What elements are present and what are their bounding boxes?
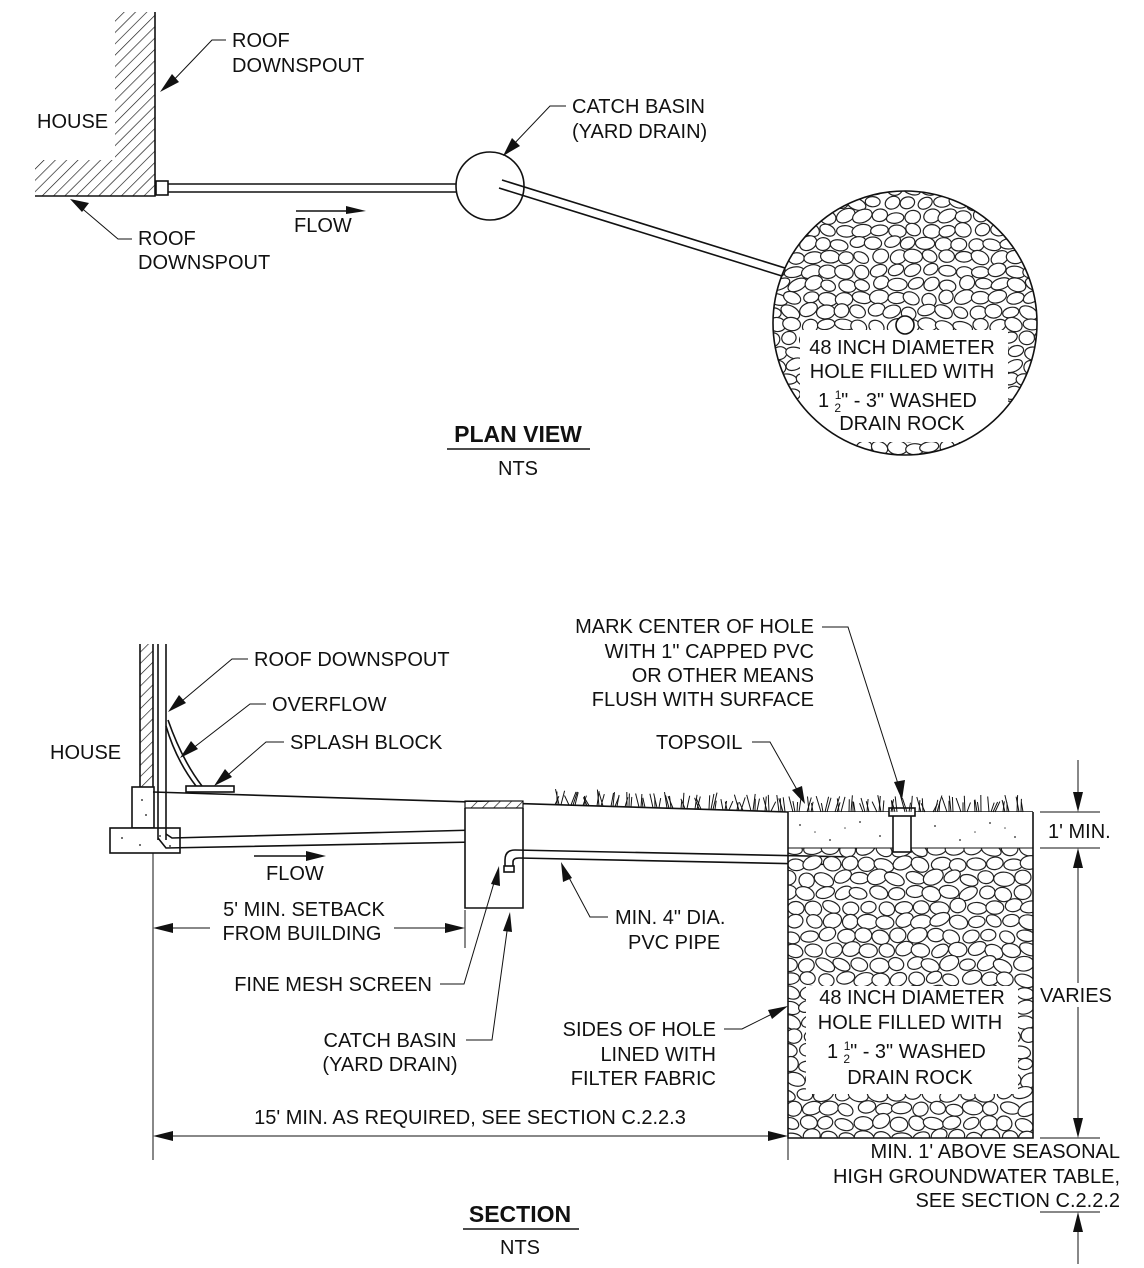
- section-pipe-2: PVC PIPE: [628, 932, 720, 954]
- section-house-label: HOUSE: [50, 742, 121, 764]
- section-title: SECTION: [469, 1201, 571, 1227]
- plan-catch-basin-2: (YARD DRAIN): [572, 121, 707, 143]
- section-house-wall-hatch: [140, 644, 153, 787]
- house-wall-outline: [35, 12, 156, 197]
- section-groundwater-1: MIN. 1' ABOVE SEASONAL: [871, 1141, 1120, 1163]
- plan-downspout: [155, 180, 169, 196]
- section-catch-basin-grate: [464, 800, 524, 809]
- section-catch-basin-2: (YARD DRAIN): [322, 1054, 457, 1076]
- section-catch-basin-1: CATCH BASIN: [324, 1030, 457, 1052]
- plan-center-marker: [895, 315, 915, 335]
- section-pipe-1: MIN. 4" DIA.: [615, 907, 725, 929]
- section-hole-line1: 48 INCH DIAMETER: [819, 987, 1005, 1009]
- section-view: HOUSE: [50, 616, 1120, 1264]
- section-flow-label: FLOW: [266, 863, 324, 885]
- plan-view: HOUSE 48 INCH DIAMETER HOLE FILLED WITH …: [35, 12, 1038, 480]
- section-fifteen-ft: 15' MIN. AS REQUIRED, SEE SECTION C.2.2.…: [254, 1107, 686, 1129]
- plan-catch-basin-1: CATCH BASIN: [572, 96, 705, 118]
- section-hole-line2: HOLE FILLED WITH: [818, 1012, 1002, 1034]
- section-scale: NTS: [500, 1237, 540, 1259]
- section-footing: [109, 827, 181, 854]
- plan-hole-line2: HOLE FILLED WITH: [810, 361, 994, 383]
- plan-catch-basin: [455, 151, 525, 221]
- section-groundwater-3: SEE SECTION C.2.2.2: [915, 1190, 1120, 1212]
- section-mark-center-1: MARK CENTER OF HOLE: [575, 616, 814, 638]
- section-mark-center-4: FLUSH WITH SURFACE: [592, 689, 814, 711]
- plan-drywell-hole: [772, 190, 1038, 456]
- section-roof-downspout-label: ROOF DOWNSPOUT: [254, 649, 450, 671]
- section-fabric-2: LINED WITH: [600, 1044, 716, 1066]
- section-setback-1: 5' MIN. SETBACK: [223, 899, 385, 921]
- plan-view-scale: NTS: [498, 458, 538, 480]
- section-fabric-3: FILTER FABRIC: [571, 1068, 716, 1090]
- section-one-ft-min: 1' MIN.: [1048, 821, 1111, 843]
- plan-flow-label: FLOW: [294, 215, 352, 237]
- section-groundwater-2: HIGH GROUNDWATER TABLE,: [833, 1166, 1120, 1188]
- section-drywell-hole: [787, 812, 1034, 1139]
- plan-hole-line1: 48 INCH DIAMETER: [809, 337, 995, 359]
- section-mark-center-2: WITH 1" CAPPED PVC: [605, 641, 814, 663]
- section-mesh-label: FINE MESH SCREEN: [234, 974, 432, 996]
- section-capped-pvc-marker: [892, 811, 912, 853]
- section-splash-block-label: SPLASH BLOCK: [290, 732, 443, 754]
- plan-downspout-bottom-2: DOWNSPOUT: [138, 252, 270, 274]
- section-hole-text-mask: [806, 986, 1018, 1094]
- section-fabric-1: SIDES OF HOLE: [563, 1019, 716, 1041]
- plan-hole-line4: DRAIN ROCK: [839, 413, 965, 435]
- house-wall-hatch-bottom: [35, 160, 155, 196]
- section-varies: VARIES: [1040, 985, 1112, 1007]
- plan-downspout-bottom-1: ROOF: [138, 228, 196, 250]
- section-topsoil-label: TOPSOIL: [656, 732, 742, 754]
- plan-view-title: PLAN VIEW: [454, 421, 582, 447]
- section-hole-line4: DRAIN ROCK: [847, 1067, 973, 1089]
- section-setback-2: FROM BUILDING: [223, 923, 382, 945]
- plan-hole-text-mask: [800, 330, 1008, 442]
- section-grass: [554, 789, 1024, 813]
- plan-downspout-top-1: ROOF: [232, 30, 290, 52]
- plan-downspout-top-2: DOWNSPOUT: [232, 55, 364, 77]
- plan-house-label: HOUSE: [37, 111, 108, 133]
- house-wall-hatch: [115, 12, 155, 160]
- section-mark-center-3: OR OTHER MEANS: [632, 665, 814, 687]
- section-stem-wall: [131, 786, 155, 829]
- section-overflow-label: OVERFLOW: [272, 694, 387, 716]
- section-splash-block: [185, 785, 235, 793]
